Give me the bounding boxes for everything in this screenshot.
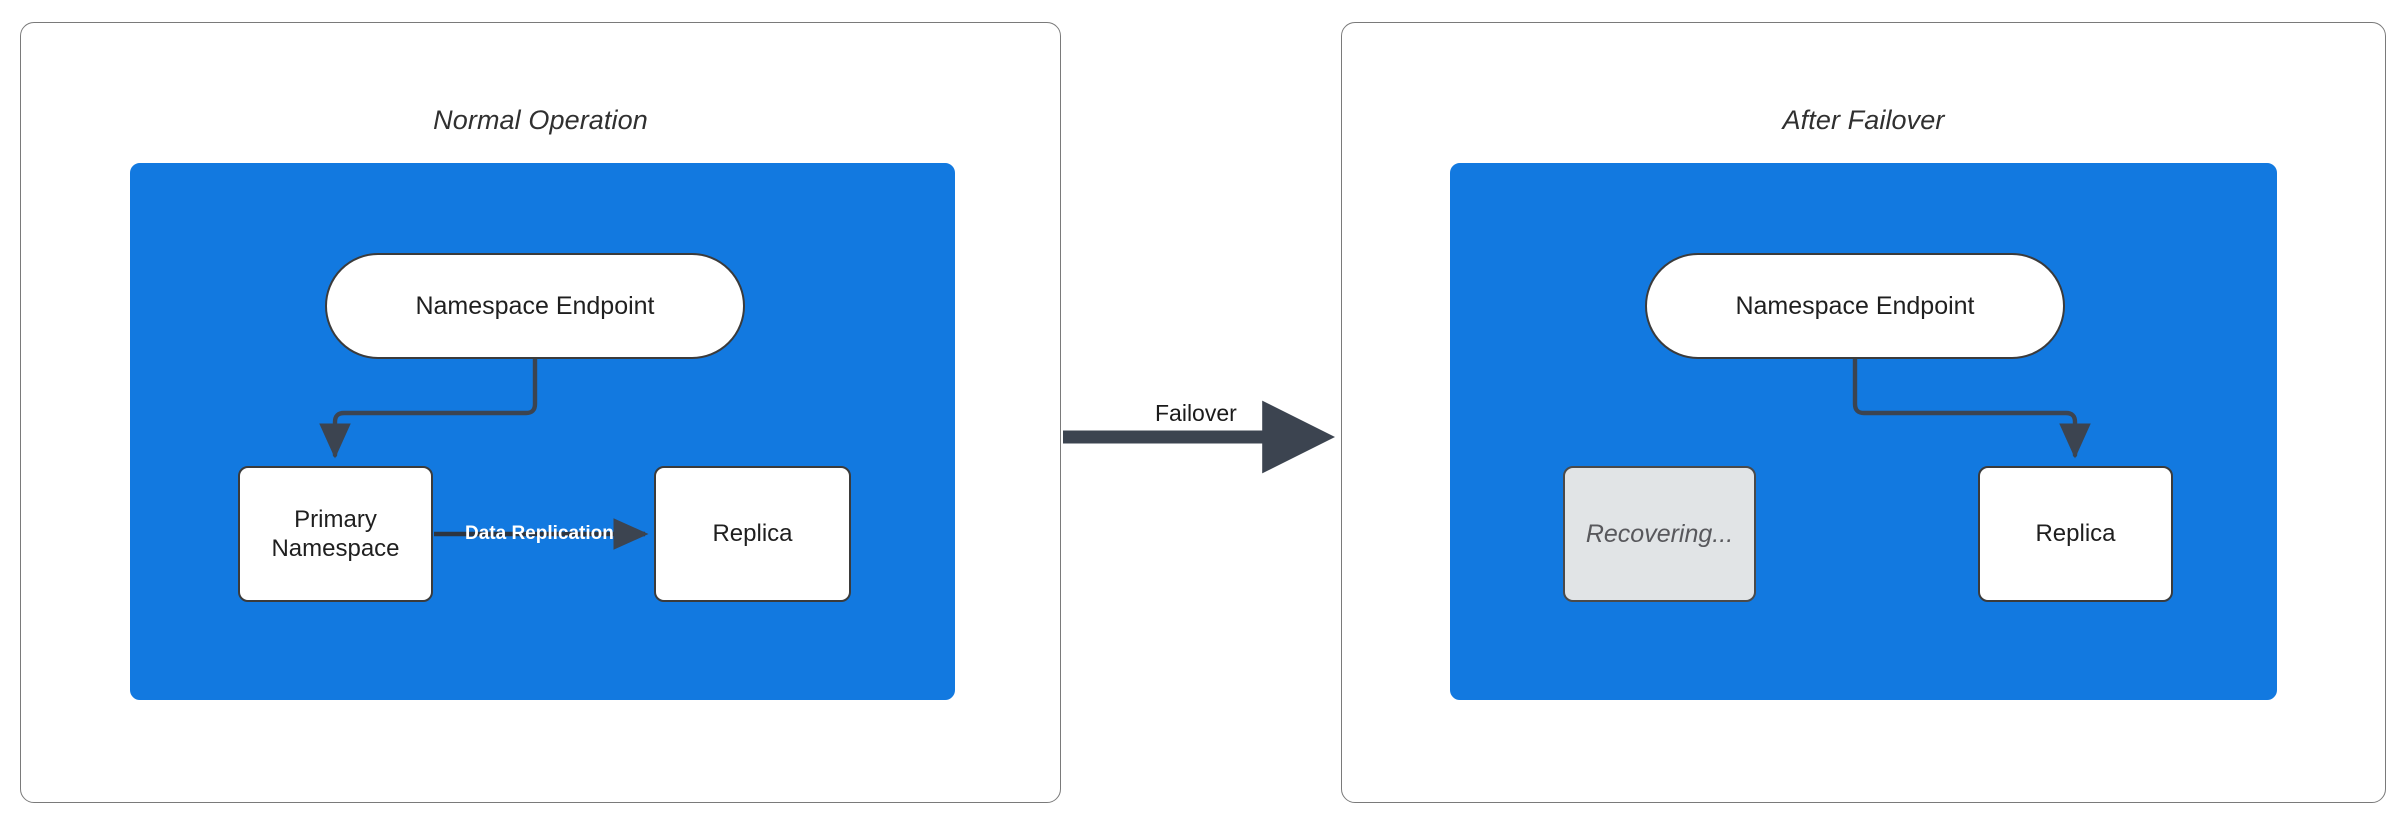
panel-title-normal-operation: Normal Operation xyxy=(433,105,648,135)
node-recovering[interactable]: Recovering... xyxy=(1563,466,1756,602)
node-replica-normal[interactable]: Replica xyxy=(654,466,851,602)
edge-label-data-replication: Data Replication xyxy=(465,523,614,544)
node-namespace-endpoint-failover[interactable]: Namespace Endpoint xyxy=(1645,253,2065,359)
transition-label-failover: Failover xyxy=(1155,400,1237,426)
node-replica-failover[interactable]: Replica xyxy=(1978,466,2173,602)
zone-failover-region xyxy=(1450,163,2277,700)
node-primary-namespace[interactable]: Primary Namespace xyxy=(238,466,433,602)
node-namespace-endpoint-primary[interactable]: Namespace Endpoint xyxy=(325,253,745,359)
zone-primary-region xyxy=(130,163,955,700)
panel-title-after-failover: After Failover xyxy=(1782,105,1945,135)
